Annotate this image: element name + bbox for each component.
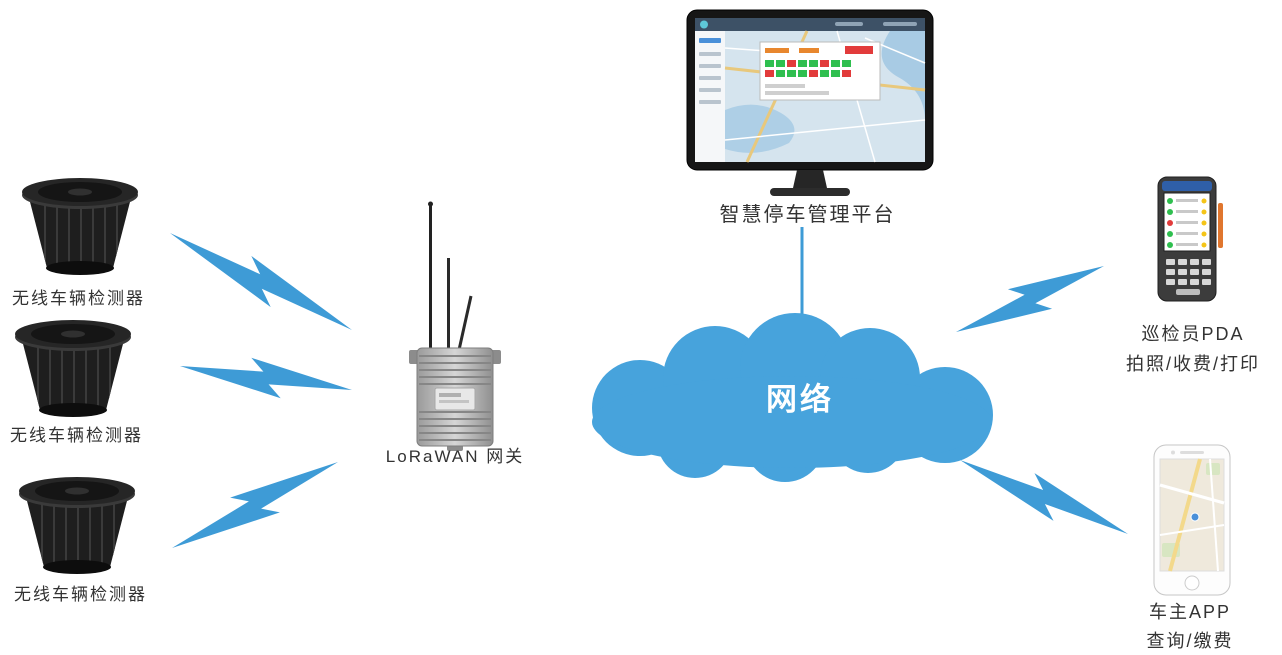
pda-image [1157, 176, 1223, 302]
vehicle-detector-2 [8, 320, 138, 430]
vehicle-detector-image [15, 320, 131, 417]
vehicle-detector-image [22, 178, 138, 275]
pda-screen-list [1167, 198, 1207, 248]
owner-phone [1140, 443, 1244, 603]
vehicle-detector-3 [12, 477, 142, 587]
lightning-bolt-cloud-pda [956, 266, 1104, 332]
platform-status-panel [759, 41, 881, 101]
phone-map [1159, 458, 1225, 572]
gateway-label: LoRaWAN 网关 [385, 447, 525, 466]
platform-logo-icon [700, 20, 708, 29]
gateway-image [409, 201, 501, 451]
lightning-bolt-cloud-app [960, 460, 1128, 534]
platform-sidebar [695, 31, 725, 162]
monitor-stand-base [770, 188, 850, 196]
lorawan-gateway [405, 200, 505, 457]
lightning-bolt-detector2-gateway [180, 357, 352, 399]
platform-label: 智慧停车管理平台 [719, 204, 896, 226]
gateway-label-plate [434, 387, 476, 411]
network-cloud [592, 313, 993, 482]
app-label-line1: 车主APP [1148, 602, 1232, 622]
platform-monitor-image [686, 9, 934, 196]
lightning-bolt-detector1-gateway [170, 233, 352, 330]
platform-monitor [685, 8, 935, 208]
detector3-label: 无线车辆检测器 [14, 585, 147, 604]
phone-image [1153, 444, 1231, 596]
phone-home-button [1184, 575, 1200, 591]
monitor-stand-neck [793, 170, 827, 188]
cloud-label: 网络 [766, 382, 834, 417]
gateway-antenna-tall [429, 205, 432, 351]
detector1-label: 无线车辆检测器 [12, 289, 145, 308]
pda-keypad [1166, 259, 1211, 295]
pda-top-band [1162, 181, 1212, 191]
gateway-antenna-short [457, 295, 473, 351]
inspector-pda [1140, 175, 1232, 312]
pda-label-line2: 拍照/收费/打印 [1125, 354, 1260, 374]
platform-header-bar [695, 18, 925, 31]
phone-speaker [1180, 451, 1204, 454]
detector2-label: 无线车辆检测器 [10, 426, 143, 445]
vehicle-detector-1 [15, 178, 145, 288]
lightning-bolt-detector3-gateway [172, 462, 338, 548]
gateway-antenna-medium [447, 258, 450, 352]
pda-side-grip [1218, 203, 1223, 248]
vehicle-detector-image [19, 477, 135, 574]
pda-label-line1: 巡检员PDA [1141, 324, 1245, 344]
phone-camera [1171, 450, 1175, 455]
app-label-line2: 查询/缴费 [1146, 631, 1234, 651]
